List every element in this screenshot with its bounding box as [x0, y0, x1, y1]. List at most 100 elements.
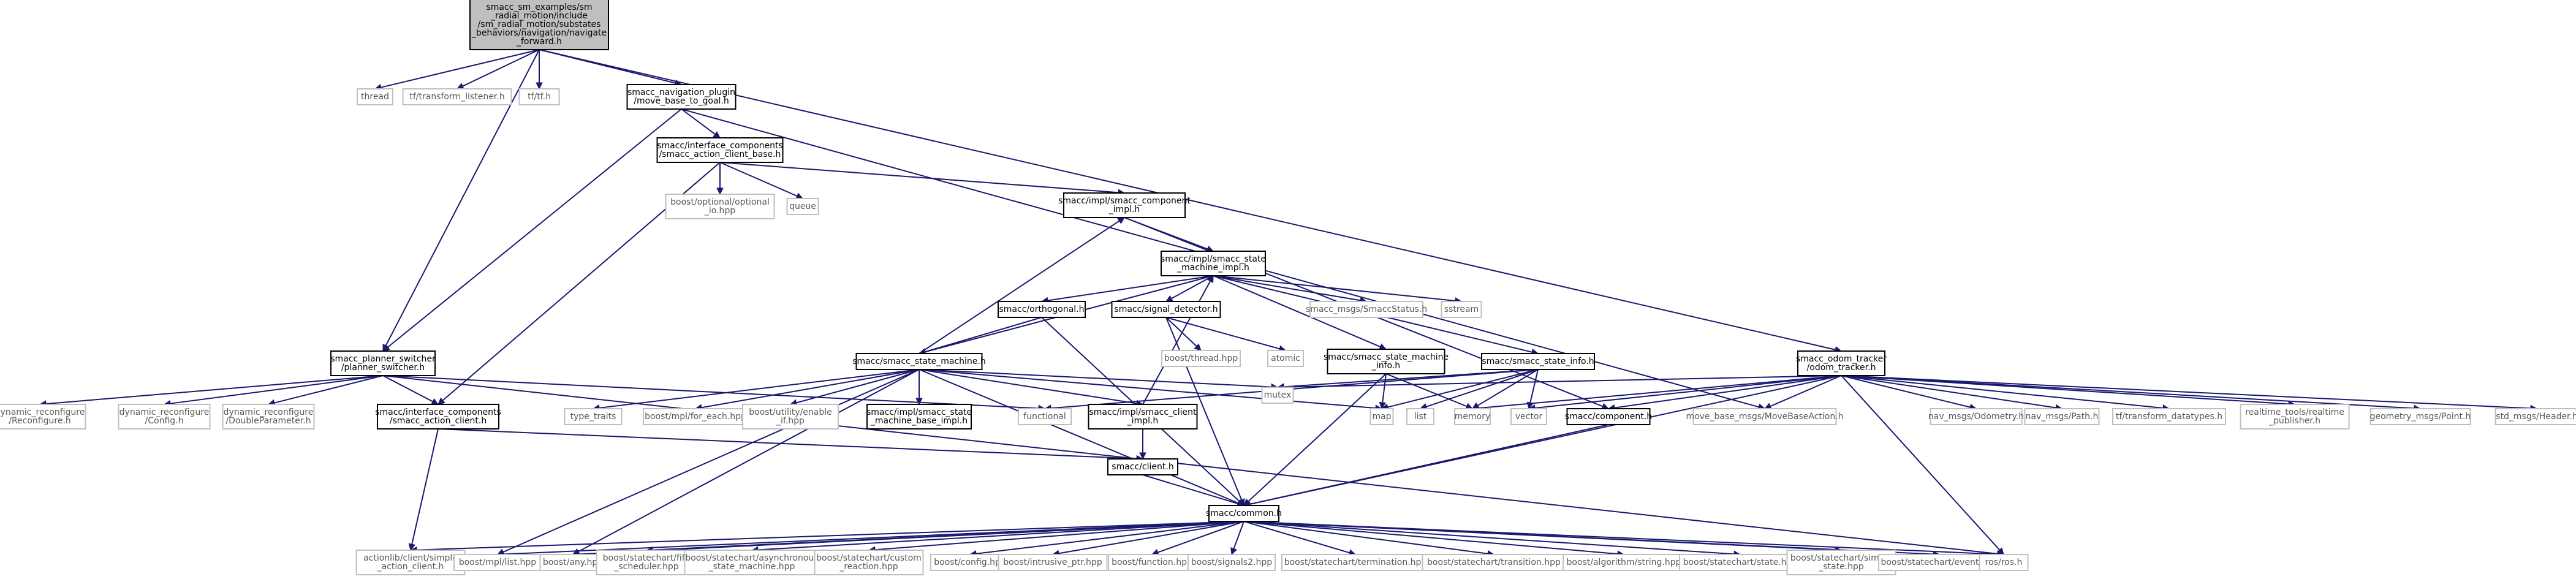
- node-label: vector: [1515, 412, 1543, 422]
- node-label: smacc_planner_switcher: [330, 354, 436, 364]
- edge-arrowhead: [716, 187, 724, 195]
- node-box: [564, 408, 623, 425]
- edge-line: [382, 375, 433, 403]
- edge-move-base-to-acb: [681, 108, 721, 138]
- edge-line: [411, 428, 439, 545]
- node-label: sstream: [1444, 305, 1479, 314]
- node-queue: queue: [786, 198, 819, 215]
- node-label: smacc_navigation_plugin: [627, 88, 735, 97]
- edge-signal-to-boost-thread: [1165, 317, 1202, 351]
- node-label: functional: [1023, 412, 1066, 422]
- node-ac[interactable]: smacc/interface_components/smacc_action_…: [375, 404, 501, 430]
- node-label: _state_machine.hpp: [708, 562, 795, 572]
- node-label: _forward.h: [516, 37, 562, 47]
- edge-line: [539, 49, 1836, 350]
- node-label: smacc/interface_components: [657, 141, 783, 151]
- edge-line: [1841, 375, 2164, 409]
- node-label: smacc/interface_components: [375, 407, 501, 417]
- edge-arrowhead: [438, 397, 445, 405]
- node-component[interactable]: smacc/component.h: [1565, 408, 1652, 425]
- edge-line: [681, 108, 716, 135]
- node-label: _state.hpp: [1818, 562, 1864, 572]
- node-signal[interactable]: smacc/signal_detector.h: [1111, 301, 1221, 318]
- edge-line: [45, 375, 384, 405]
- node-label: /sm_radial_motion/substates: [478, 20, 601, 29]
- edge-line: [1478, 375, 1842, 409]
- node-box: [998, 554, 1108, 571]
- node-label: /move_base_to_goal.h: [634, 96, 729, 106]
- node-move-base[interactable]: smacc_navigation_plugin/move_base_to_goa…: [626, 84, 737, 110]
- node-label: _action_client.h: [377, 562, 444, 572]
- node-box: [998, 301, 1086, 318]
- node-box: [1108, 554, 1196, 571]
- node-label: queue: [789, 202, 816, 211]
- node-sm-info[interactable]: smacc/smacc_state_machine_info.h: [1324, 349, 1449, 374]
- node-state-info[interactable]: smacc/smacc_state_info.h: [1481, 353, 1595, 370]
- edge-line: [599, 369, 920, 409]
- edge-line: [381, 49, 540, 88]
- node-sm-impl[interactable]: smacc/impl/smacc_state_machine_impl.h: [1161, 251, 1266, 276]
- edge-line: [1283, 369, 1539, 388]
- edge-common-to-signals2: [1230, 521, 1244, 556]
- node-box: [1930, 408, 2023, 425]
- node-common[interactable]: smacc/common.h: [1206, 505, 1282, 522]
- edge-line: [387, 108, 682, 348]
- node-label: smacc/common.h: [1206, 509, 1282, 518]
- edge-sm-info-to-map: [1379, 373, 1387, 410]
- edge-arrowhead: [1379, 401, 1387, 410]
- node-label: smacc/impl/smacc_client: [1089, 407, 1197, 417]
- node-ssm[interactable]: smacc/smacc_state_machine.h: [852, 353, 986, 370]
- node-tf: tf/tf.h: [518, 88, 560, 105]
- edge-line: [874, 521, 1244, 551]
- node-label: boost/statechart/termination.hpp: [1284, 558, 1427, 567]
- node-comp-impl[interactable]: smacc/impl/smacc_component_impl.h: [1058, 192, 1191, 218]
- edge-line: [438, 428, 1137, 460]
- node-orthogonal[interactable]: smacc/orthogonal.h: [998, 301, 1086, 318]
- node-odom[interactable]: smacc_odom_tracker/odom_tracker.h: [1796, 350, 1887, 376]
- edge-ssm-to-any: [572, 369, 920, 555]
- node-label: smacc/smacc_state_machine: [1324, 352, 1449, 362]
- node-sstream: sstream: [1441, 301, 1482, 318]
- node-acb[interactable]: smacc/interface_components/smacc_action_…: [656, 137, 784, 163]
- node-box: [855, 353, 983, 370]
- node-label: _if.hpp: [776, 416, 805, 426]
- node-label: boost/statechart/asynchronous: [685, 553, 818, 563]
- node-for-each: boost/mpl/for_each.hpp: [643, 408, 748, 425]
- node-client[interactable]: smacc/client.h: [1107, 458, 1178, 475]
- edge-line: [170, 375, 384, 404]
- node-box: [1481, 353, 1595, 370]
- node-box: [1261, 387, 1294, 404]
- node-boost-thread: boost/thread.hpp: [1161, 350, 1241, 367]
- node-ssm-base-impl[interactable]: smacc/impl/smacc_state_machine_base_impl…: [866, 404, 972, 430]
- edge-line: [919, 369, 1376, 409]
- node-label: dynamic_reconfigure: [119, 407, 210, 417]
- edge-line: [1841, 375, 1971, 408]
- edge-line: [1243, 521, 1488, 554]
- edge-line: [1841, 375, 2415, 409]
- edge-ssm-to-comp-impl: [919, 217, 1125, 354]
- node-box: [469, 0, 609, 50]
- node-label: memory: [1455, 412, 1491, 422]
- node-label: atomic: [1271, 354, 1300, 363]
- edge-ac-to-client: [438, 428, 1144, 463]
- node-path: nav_msgs/Path.h: [2024, 408, 2100, 425]
- edge-line: [652, 521, 1244, 551]
- edge-line: [701, 369, 920, 409]
- node-client-impl[interactable]: smacc/impl/smacc_client_impl.h: [1088, 404, 1198, 430]
- edge-root-to-tf-listener: [456, 49, 540, 89]
- edge-root-to-thread: [374, 49, 540, 91]
- node-label: boost/intrusive_ptr.hpp: [1003, 558, 1102, 567]
- node-root[interactable]: smacc_sm_examples/sm_radial_motion/inclu…: [469, 0, 609, 50]
- edge-arrowhead: [456, 83, 464, 89]
- node-box: [357, 88, 393, 105]
- node-planner[interactable]: smacc_planner_switcher/planner_switcher.…: [330, 350, 436, 376]
- edge-line: [1233, 521, 1244, 549]
- edge-move-base-to-planner: [382, 108, 682, 352]
- edge-line: [919, 369, 1239, 504]
- node-optional: boost/optional/optional_io.hpp: [665, 194, 775, 219]
- edge-line: [1770, 375, 1842, 407]
- edge-planner-to-ac: [382, 375, 439, 405]
- node-box: [1797, 350, 1885, 376]
- node-box: [643, 408, 748, 425]
